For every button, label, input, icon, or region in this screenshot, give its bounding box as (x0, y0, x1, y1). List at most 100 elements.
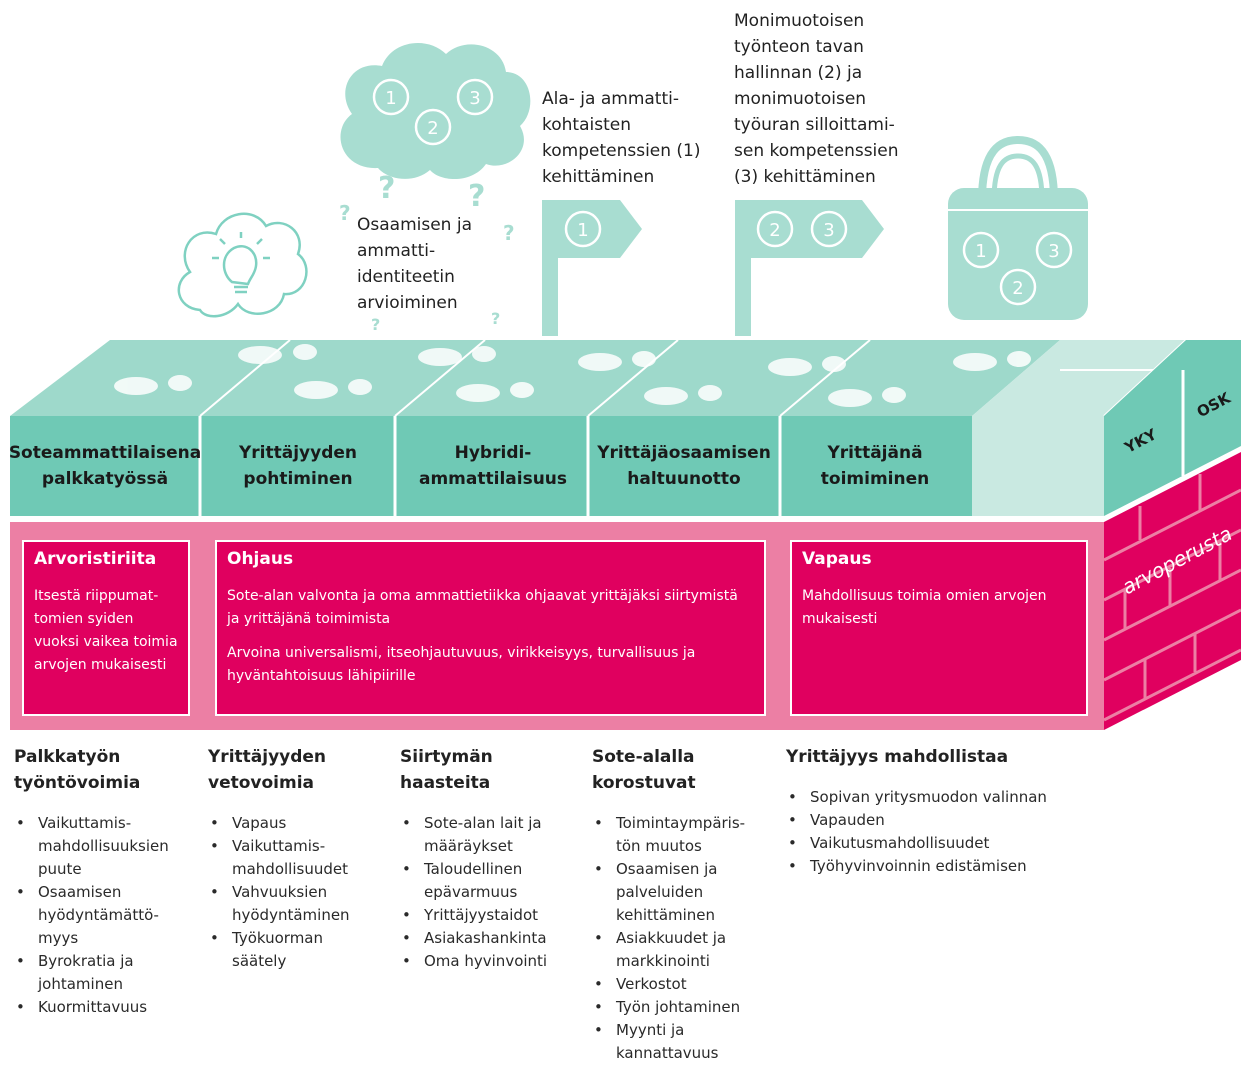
list-item: Vapaus (208, 812, 368, 835)
question-mark-icon: ? (503, 221, 515, 245)
footprint-icon (632, 351, 656, 367)
question-mark-icon: ? (339, 201, 351, 225)
bag-badge-3: 3 (1048, 241, 1059, 262)
stage-label: Soteammattilaisena palkkatyössä (8, 443, 202, 489)
list-item: Osaamisen ja palveluiden kehittäminen (592, 858, 762, 927)
value-box-text: Mahdollisuus toimia omien arvojen mukais… (802, 588, 1047, 627)
list-item: Vaikuttamis-mahdollisuuksien puute (14, 812, 190, 881)
cloud-badge-1: 1 (385, 88, 396, 109)
footprint-icon (828, 389, 872, 407)
stage-label: Yrittäjänä toimiminen (820, 443, 930, 489)
annotation-line: kohtaisten (542, 115, 631, 135)
question-mark-icon: ? (491, 309, 500, 328)
list-item: Asiakashankinta (400, 927, 572, 950)
value-box-text: Itsestä riippumat-tomien syiden vuoksi v… (34, 588, 178, 673)
bag-icon: 1 3 2 (948, 135, 1088, 320)
value-box-text: Sote-alan valvonta ja oma ammattietiikka… (227, 588, 738, 627)
value-band (10, 522, 1104, 730)
list-item: Byrokratia ja johtaminen (14, 950, 190, 996)
value-box-vapaus: Vapaus Mahdollisuus toimia omien arvojen… (790, 540, 1088, 716)
value-box-title: Vapaus (802, 549, 872, 569)
footprints (114, 344, 1031, 407)
list-item: Vaikutusmahdollisuudet (786, 832, 1076, 855)
annotation-line: hallinnan (2) ja (734, 63, 863, 83)
annotation-line: Monimuotoisen (734, 11, 865, 31)
annotation-develop-23: Monimuotoisen työnteon tavan hallinnan (… (734, 8, 899, 190)
annotation-line: kehittäminen (542, 167, 655, 187)
list-item: Verkostot (592, 973, 762, 996)
annotation-line: identiteetin (357, 267, 455, 287)
list-item: Yrittäjyystaidot (400, 904, 572, 927)
flag-badge-2: 2 (769, 220, 780, 241)
footprint-icon (578, 353, 622, 371)
column-title: Palkkatyön työntövoimia (14, 747, 141, 793)
value-box-arvoristiriita: Arvoristiriita Itsestä riippumat-tomien … (22, 540, 190, 716)
annotation-line: työuran silloittami- (734, 115, 895, 135)
list-item: Myynti ja kannattavuus (592, 1019, 762, 1065)
flag-23-icon: 2 3 (735, 200, 884, 336)
list-item: Kuormittavuus (14, 996, 190, 1019)
footprint-icon (418, 348, 462, 366)
footprint-icon (822, 356, 846, 372)
footprint-icon (698, 385, 722, 401)
path-top (10, 339, 1241, 417)
footprint-icon (168, 375, 192, 391)
annotation-line: (3) kehittäminen (734, 167, 876, 187)
list-item: Taloudellinen epävarmuus (400, 858, 572, 904)
list-item: Toimintaympäris-tön muutos (592, 812, 762, 858)
list-item: Työhyvinvoinnin edistämisen (786, 855, 1076, 878)
footprint-icon (114, 377, 158, 395)
annotation-assess: Osaamisen ja ammatti- identiteetin arvio… (357, 212, 472, 316)
column-title: Sote-alalla korostuvat (592, 747, 696, 793)
flag-1-icon: 1 (542, 200, 642, 336)
annotation-line: arvioiminen (357, 293, 458, 313)
column-title: Yrittäjyyden vetovoimia (208, 747, 327, 793)
side-teal (1104, 340, 1241, 516)
stage-label: Hybridi-ammattilaisuus (419, 443, 568, 489)
value-box-ohjaus: Ohjaus Sote-alan valvonta ja oma ammatti… (215, 540, 766, 716)
list-item: Asiakkuudet ja markkinointi (592, 927, 762, 973)
footprint-icon (456, 384, 500, 402)
column-list: Sopivan yritysmuodon valinnan Vapauden V… (786, 786, 1076, 878)
flag-badge-3: 3 (823, 220, 834, 241)
cloud-badge-3: 3 (469, 88, 480, 109)
column-title: Yrittäjyys mahdollistaa (786, 747, 1009, 767)
question-mark-icon: ? (378, 171, 395, 206)
annotation-line: sen kompetenssien (734, 141, 899, 161)
flag-badge-1: 1 (577, 220, 588, 241)
footprint-icon (238, 346, 282, 364)
question-mark-icon: ? (468, 179, 485, 214)
lightbulb-cloud-icon (177, 212, 308, 318)
stage-label: Yrittäjäosaamisen haltuunotto (597, 443, 771, 489)
footprint-icon (510, 382, 534, 398)
list-item: Vaikuttamis-mahdollisuudet (208, 835, 368, 881)
list-item: Sopivan yritysmuodon valinnan (786, 786, 1076, 809)
list-item: Työkuorman säätely (208, 927, 368, 973)
footprint-icon (472, 346, 496, 362)
assessment-cloud: 1 2 3 (340, 42, 531, 180)
bag-badge-2: 2 (1012, 278, 1023, 299)
footprint-icon (953, 353, 997, 371)
annotation-line: ammatti- (357, 241, 436, 261)
bag-badge-1: 1 (975, 241, 986, 262)
question-marks: ? ? ? ? ? ? (339, 171, 515, 334)
annotation-develop-1: Ala- ja ammatti- kohtaisten kompetenssie… (542, 86, 701, 190)
value-box-title: Arvoristiriita (34, 549, 157, 569)
column-list: Toimintaympäris-tön muutos Osaamisen ja … (592, 812, 762, 1065)
annotation-line: työnteon tavan (734, 37, 864, 57)
footprint-icon (294, 381, 338, 399)
column-list: Vaikuttamis-mahdollisuuksien puute Osaam… (14, 812, 190, 1019)
brick-wall (1103, 452, 1241, 730)
footprint-icon (768, 358, 812, 376)
column-list: Vapaus Vaikuttamis-mahdollisuudet Vahvuu… (208, 812, 368, 973)
value-box-text: Arvoina universalismi, itseohjautuvuus, … (227, 645, 696, 684)
footprint-icon (1007, 351, 1031, 367)
column-list: Sote-alan lait ja määräykset Taloudellin… (400, 812, 572, 973)
list-item: Osaamisen hyödyntämättö-myys (14, 881, 190, 950)
list-item: Sote-alan lait ja määräykset (400, 812, 572, 858)
list-item: Vahvuuksien hyödyntäminen (208, 881, 368, 927)
list-item: Oma hyvinvointi (400, 950, 572, 973)
stage-row (10, 416, 1104, 516)
footprint-icon (348, 379, 372, 395)
